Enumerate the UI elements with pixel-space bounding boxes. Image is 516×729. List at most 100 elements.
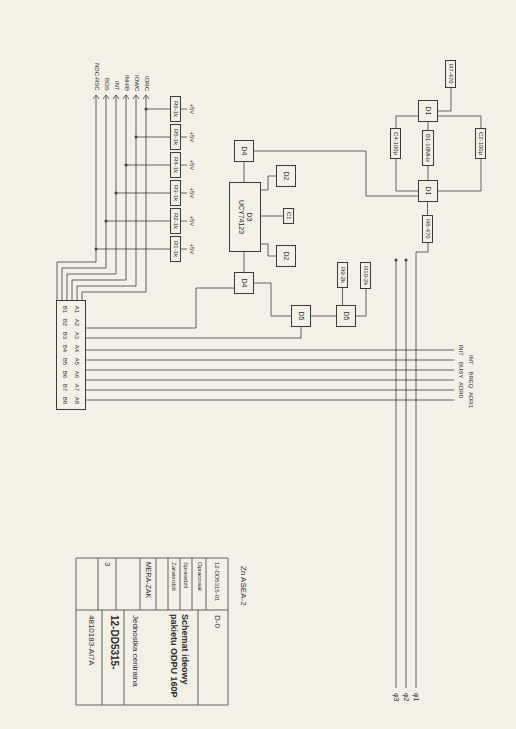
wire-connector bbox=[427, 202, 428, 215]
gate-box: D4 bbox=[234, 140, 254, 162]
title-block-frame bbox=[76, 558, 228, 705]
table-cell: 12-DD5315-01 bbox=[213, 561, 220, 602]
gate-box: D4 bbox=[234, 272, 254, 294]
resistor-symbol: R7-470 bbox=[445, 60, 456, 88]
resistor-symbol: R8-470 bbox=[422, 215, 433, 243]
signal-name: INT bbox=[113, 80, 120, 92]
edge-connector: A1A2A3A4A5A6A7A8B1B2B3B4B5B6B7B8 bbox=[56, 300, 86, 410]
wire-connector bbox=[311, 316, 336, 317]
subtitle-text: Jednostka centralna bbox=[131, 614, 140, 688]
resistor-symbol: R3-1k bbox=[170, 180, 181, 206]
resistor-symbol: R2-1k bbox=[170, 208, 181, 234]
resistor-symbol: R9-2k bbox=[337, 262, 348, 288]
node-text: R8-470 bbox=[424, 219, 431, 239]
wire-connector bbox=[244, 162, 245, 182]
supply-label: +5V bbox=[188, 187, 195, 200]
wire-connector bbox=[396, 116, 418, 128]
node-text: D4 bbox=[240, 147, 248, 156]
supply-label: +5V bbox=[188, 103, 195, 116]
node-text: R5-1k bbox=[172, 129, 179, 145]
wire-connector bbox=[261, 216, 283, 217]
node-text: UCY74123 bbox=[237, 200, 245, 234]
signal-lines bbox=[57, 95, 146, 300]
node-text: B8 bbox=[62, 397, 69, 404]
gate-box: D5 bbox=[291, 305, 311, 327]
node-text: D5 bbox=[342, 312, 350, 321]
wire-connector bbox=[438, 159, 481, 191]
resistor-symbol: R1-1k bbox=[170, 236, 181, 262]
node-text: A3 bbox=[74, 332, 81, 339]
node-text: A5 bbox=[74, 358, 81, 365]
wire-connector bbox=[396, 159, 418, 191]
gate-box: D1 bbox=[418, 180, 438, 202]
note-text: Zn ASEA-2 bbox=[239, 565, 248, 607]
signal-name: INHIB bbox=[123, 74, 130, 92]
node-text: B1-10MHz bbox=[425, 134, 432, 162]
signal-arrow bbox=[93, 95, 149, 99]
table-cell: 3 bbox=[103, 561, 112, 567]
node-text: B6 bbox=[62, 371, 69, 378]
wire-connector bbox=[438, 116, 481, 128]
gate-box: D2 bbox=[276, 165, 296, 187]
table-cell: Zatwierdził bbox=[170, 561, 177, 592]
node-text: B3 bbox=[62, 332, 69, 339]
capacitor-symbol: C2-100p bbox=[475, 128, 486, 159]
signal-name: INIT bbox=[457, 344, 464, 357]
node-text: D1 bbox=[424, 107, 432, 116]
supply-label: +5V bbox=[188, 243, 195, 256]
wire-connector bbox=[428, 122, 429, 130]
junction-dots bbox=[95, 108, 408, 262]
ic-box: D3UCY74123 bbox=[229, 182, 261, 252]
node-text: A2 bbox=[74, 319, 81, 326]
resistor-symbol: R5-1k bbox=[170, 124, 181, 150]
signal-name: BUSY bbox=[457, 361, 464, 379]
node-text: B2 bbox=[62, 319, 69, 326]
capacitor-symbol: C1 bbox=[283, 208, 294, 224]
table-cell: D-0 bbox=[213, 614, 222, 629]
node-text: R4-1k bbox=[172, 157, 179, 173]
clock-signal-name: φ3 bbox=[392, 692, 400, 702]
capacitor-symbol: C4-100p bbox=[390, 128, 401, 159]
signal-name: BOS bbox=[103, 77, 110, 92]
node-text: R6-1k bbox=[172, 101, 179, 117]
node-text: R1-1k bbox=[172, 241, 179, 257]
pullup-wires bbox=[96, 109, 187, 249]
node-text: R9-2k bbox=[339, 267, 346, 283]
gate-box: D1 bbox=[418, 100, 438, 122]
node-text: A8 bbox=[74, 397, 81, 404]
supply-label: +5V bbox=[188, 159, 195, 172]
wire-connector bbox=[438, 88, 451, 111]
node-text: A1 bbox=[74, 306, 81, 313]
node-text: B5 bbox=[62, 358, 69, 365]
drawing-number: 4810183-Al7A bbox=[87, 614, 96, 667]
signal-name: BREQ bbox=[467, 371, 474, 390]
signal-name: NDC-RSC bbox=[93, 62, 100, 92]
wire-connector bbox=[261, 244, 276, 256]
gate-box: D5 bbox=[336, 305, 356, 327]
signal-name: INT bbox=[467, 354, 474, 366]
resistor-symbol: R10-2k bbox=[360, 262, 371, 289]
wire-connector bbox=[356, 289, 366, 316]
table-cell: Opracował bbox=[196, 561, 203, 592]
bus-lines bbox=[86, 350, 454, 400]
wire-connector bbox=[86, 288, 234, 328]
crystal-symbol: B1-10MHz bbox=[422, 130, 434, 166]
signal-name: IOWC bbox=[133, 74, 140, 92]
wire-connector bbox=[342, 288, 343, 305]
clock-signal-name: φ2 bbox=[402, 692, 410, 702]
node-text: R10-2k bbox=[362, 266, 369, 285]
node-text: D1 bbox=[424, 187, 432, 196]
node-text: C2-100p bbox=[477, 132, 484, 155]
node-text: D5 bbox=[297, 312, 305, 321]
node-text: A4 bbox=[74, 345, 81, 352]
node-text: C1 bbox=[285, 212, 292, 220]
node-text: D2 bbox=[282, 172, 290, 181]
node-text: B4 bbox=[62, 345, 69, 352]
wire-connector bbox=[244, 252, 245, 272]
supply-label: +5V bbox=[188, 131, 195, 144]
node-text: R7-470 bbox=[447, 64, 454, 84]
drawing-number: 12-DD5315- bbox=[109, 614, 121, 670]
clock-signal-name: φ1 bbox=[412, 692, 420, 702]
wire-connector bbox=[428, 166, 429, 180]
